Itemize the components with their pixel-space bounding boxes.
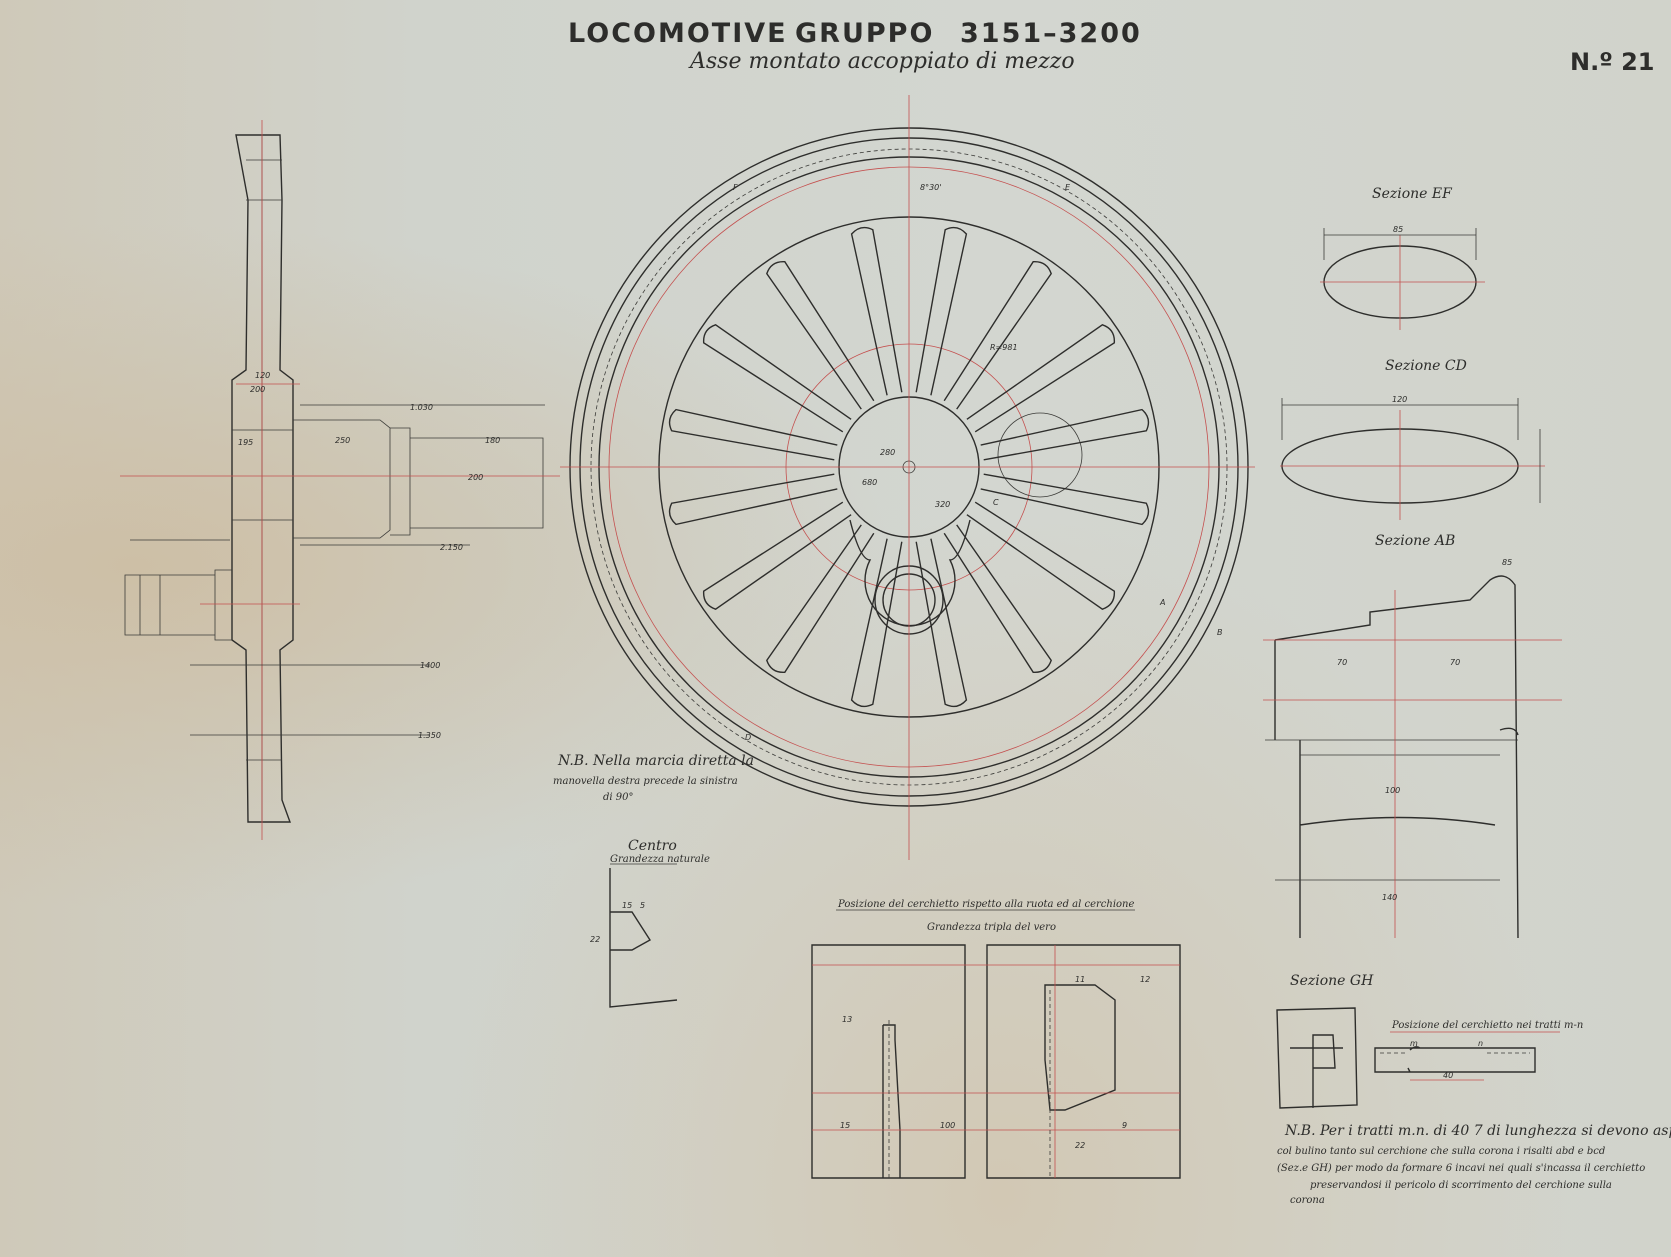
wheel-spoke	[943, 524, 1052, 674]
dim-centro-15: 15	[622, 901, 632, 910]
wheel-spoke	[850, 538, 903, 708]
dim-axle-120: 120	[255, 371, 270, 380]
dim-hub: 280	[880, 448, 895, 457]
dim-ab-70-left: 70	[1337, 658, 1347, 667]
section-cd-label: Sezione CD	[1385, 358, 1467, 374]
note2-line3: (Sez.e GH) per modo da formare 6 incavi …	[1277, 1163, 1645, 1174]
wheel-spoke	[766, 524, 875, 674]
dim-pos-9: 9	[1122, 1121, 1127, 1130]
dim-axle-200: 200	[468, 473, 483, 482]
section-ab: Sezione AB 70 70 100 85 140	[1263, 533, 1562, 939]
position-title: Posizione del cerchietto rispetto alla r…	[837, 899, 1134, 910]
wheel-spoke	[915, 538, 968, 708]
wheel-label-d: D	[745, 733, 751, 742]
title-block: LOCOMOTIVE GRUPPO 3151–3200 Asse montato…	[568, 18, 1655, 76]
wheel-label-c: C	[993, 498, 999, 507]
section-ab-label: Sezione AB	[1375, 533, 1455, 549]
dim-ab-70-right: 70	[1450, 658, 1460, 667]
dim-pos-15: 15	[840, 1121, 850, 1130]
dim-axle-1030: 1.030	[410, 403, 433, 412]
dim-centro-5: 5	[640, 901, 645, 910]
dim-pos-12: 12	[1140, 975, 1150, 984]
wheel-label-e: E	[1065, 183, 1071, 192]
dim-wheel-radius: R=981	[990, 343, 1018, 352]
dim-axle-1400: 1400	[420, 661, 440, 670]
dim-crank: 320	[935, 500, 950, 509]
wheel-spoke	[850, 226, 903, 396]
wheel-spoke	[943, 260, 1052, 410]
wheel-front-view: 8°30' R=981 280 320 680 A B C D E F	[560, 95, 1255, 860]
dim-ab-140: 140	[1382, 893, 1397, 902]
mn-label-n: n	[1478, 1039, 1483, 1048]
dim-hub-680: 680	[862, 478, 877, 487]
note1-line2: manovella destra precede la sinistra	[553, 776, 738, 787]
sheet-number: N.º 21	[1570, 48, 1655, 76]
wheel-spoke	[668, 473, 838, 526]
wheel-spoke	[966, 324, 1116, 433]
dim-ef-width: 85	[1393, 225, 1403, 234]
dim-pos-22: 22	[1075, 1141, 1085, 1150]
note2-line4: preservandosi il pericolo di scorrimento…	[1310, 1180, 1612, 1191]
mn-label-m: m	[1410, 1039, 1418, 1048]
section-ef-label: Sezione EF	[1372, 186, 1453, 202]
wheel-spoke	[766, 260, 875, 410]
section-gh: Sezione GH	[1276, 973, 1374, 1109]
dim-centro-22: 22	[590, 935, 600, 944]
section-cd: Sezione CD 120	[1280, 358, 1545, 520]
wheel-spoke	[668, 408, 838, 461]
dim-axle-180: 180	[485, 436, 500, 445]
wheel-spoke	[980, 408, 1150, 461]
centro-label: Centro	[628, 838, 677, 854]
dim-axle-195: 195	[238, 438, 253, 447]
dim-cd-width: 120	[1392, 395, 1407, 404]
wheel-spoke	[702, 501, 852, 610]
dim-axle-1350: 1.350	[418, 731, 441, 740]
wheel-spoke	[915, 226, 968, 396]
dim-axle-2150: 2.150	[440, 543, 463, 552]
note-bulino: N.B. Per i tratti m.n. di 40 7 di lunghe…	[1277, 1123, 1671, 1206]
dim-pos-11: 11	[1075, 975, 1085, 984]
note1-line3: di 90°	[603, 792, 634, 803]
centro-scale: Grandezza naturale	[610, 854, 710, 865]
title-group: GRUPPO	[795, 18, 934, 49]
wheel-spoke	[702, 324, 852, 433]
note-marcia: N.B. Nella marcia diretta la manovella d…	[553, 753, 754, 803]
wheel-spoke	[980, 473, 1150, 526]
section-gh-label: Sezione GH	[1290, 973, 1374, 989]
dim-axle-250: 250	[335, 436, 350, 445]
mn-title: Posizione del cerchietto nei tratti m-n	[1391, 1020, 1583, 1031]
dim-pos-13: 13	[842, 1015, 852, 1024]
title-numbers: 3151–3200	[960, 18, 1142, 49]
title-subtitle: Asse montato accoppiato di mezzo	[688, 49, 1075, 74]
note2-line2: col bulino tanto sul cerchione che sulla…	[1277, 1146, 1605, 1157]
mn-dim-40: 40	[1443, 1071, 1453, 1080]
wheel-label-b: B	[1217, 628, 1223, 637]
centro-detail: Centro Grandezza naturale 15 5 22	[590, 838, 710, 1008]
position-scale: Grandezza tripla del vero	[927, 922, 1056, 933]
note2-line5: corona	[1290, 1195, 1325, 1206]
note2-line1: N.B. Per i tratti m.n. di 40 7 di lunghe…	[1284, 1123, 1671, 1139]
dim-ab-100: 100	[1385, 786, 1400, 795]
dim-pos-100: 100	[940, 1121, 955, 1130]
dim-wheel-angle: 8°30'	[920, 183, 941, 192]
dim-axle-200b: 200	[250, 385, 265, 394]
dim-ab-85: 85	[1502, 558, 1512, 567]
wheel-spoke	[966, 501, 1116, 610]
side-view-wheelset: 1.030 250 180 200 2.150 1400 1.350 120 2…	[120, 120, 560, 840]
note1-line1: N.B. Nella marcia diretta la	[557, 753, 754, 769]
position-detail: Posizione del cerchietto rispetto alla r…	[811, 899, 1181, 1179]
title-locomotive: LOCOMOTIVE	[568, 18, 788, 49]
wheel-label-f: F	[733, 183, 738, 192]
mn-detail: Posizione del cerchietto nei tratti m-n …	[1374, 1020, 1583, 1081]
section-ef: Sezione EF 85	[1320, 186, 1485, 330]
wheel-label-a: A	[1159, 598, 1165, 607]
